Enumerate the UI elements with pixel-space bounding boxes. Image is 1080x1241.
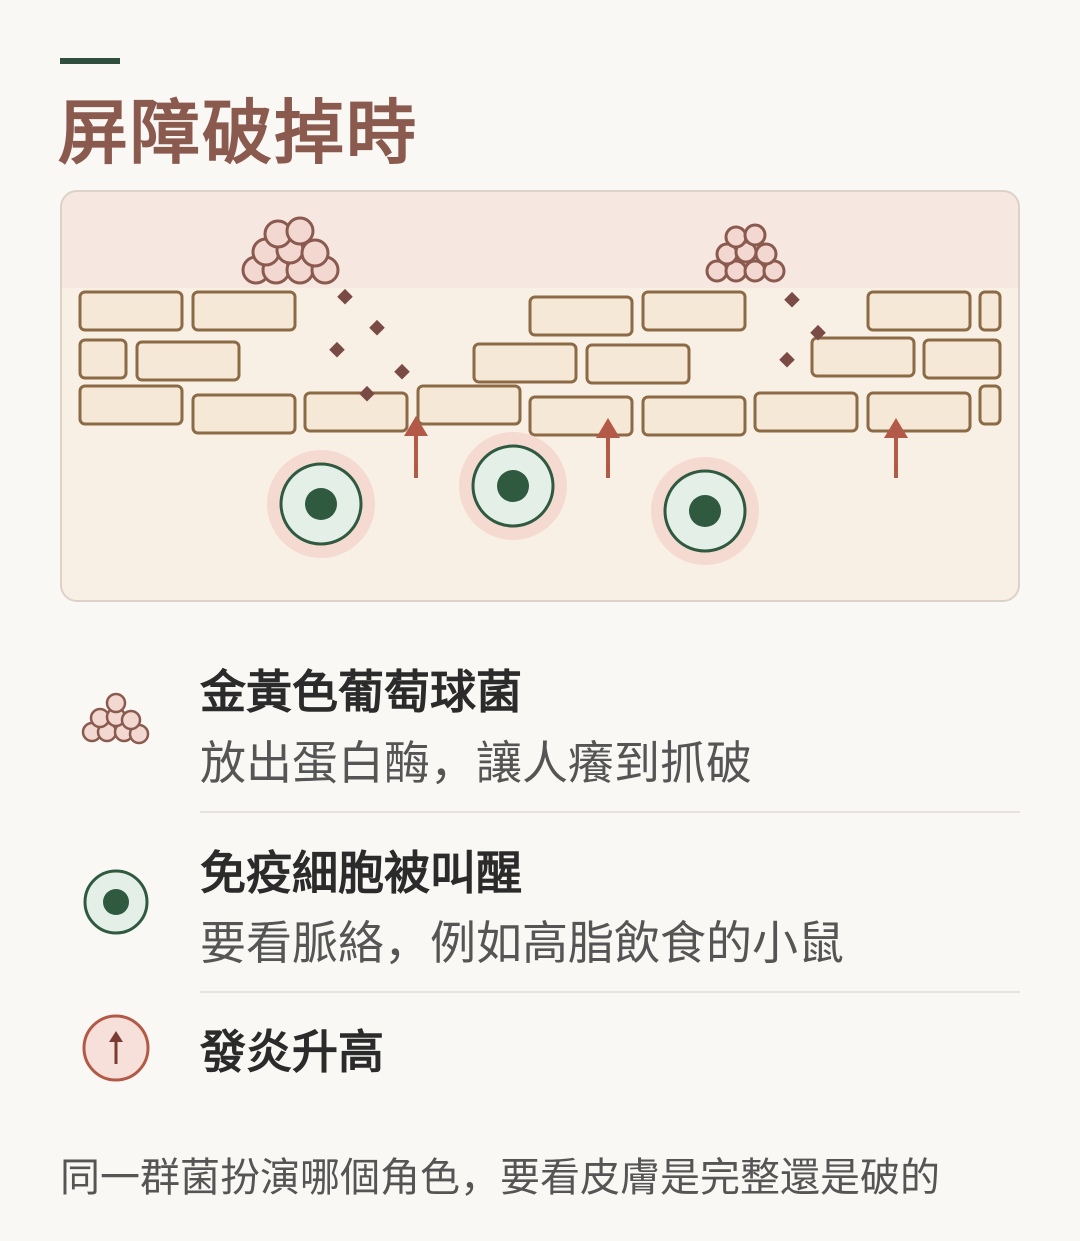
brick-layer — [78, 290, 1002, 437]
inflammation-arrow — [596, 418, 620, 478]
divider — [200, 991, 1020, 993]
page-title: 屏障破掉時 — [58, 91, 418, 174]
diagram-frame — [60, 190, 1020, 602]
skin-brick — [528, 395, 634, 437]
skin-brick — [641, 395, 747, 437]
legend-desc-bacteria: 放出蛋白酶，讓人癢到抓破 — [200, 736, 752, 790]
legend-title-inflammation: 發炎升高 — [200, 1025, 384, 1079]
inflammation-arrow — [884, 418, 908, 478]
skin-brick — [191, 290, 297, 332]
skin-brick — [753, 391, 859, 433]
skin-brick — [866, 290, 972, 332]
divider — [200, 811, 1020, 813]
legend-desc-immune: 要看脈絡，例如高脂飲食的小鼠 — [200, 916, 844, 970]
accent-bar — [60, 58, 120, 64]
legend-title-bacteria: 金黃色葡萄球菌 — [200, 665, 522, 719]
skin-surface-band — [61, 191, 1019, 288]
skin-brick — [135, 340, 241, 382]
skin-brick — [978, 290, 1002, 332]
skin-brick — [78, 290, 184, 332]
immune-cell — [651, 457, 759, 565]
skin-brick — [191, 393, 297, 435]
skin-brick — [641, 290, 747, 332]
skin-brick — [303, 391, 409, 433]
skin-brick — [472, 342, 578, 384]
bacteria-cluster — [705, 223, 786, 283]
skin-brick — [528, 295, 634, 337]
skin-brick — [78, 384, 184, 426]
skin-barrier-diagram — [60, 190, 1020, 602]
staphylococcus-cluster-icon — [81, 692, 150, 745]
legend-title-immune: 免疫細胞被叫醒 — [200, 846, 522, 900]
immune-cell — [459, 432, 567, 540]
skin-brick — [922, 338, 1002, 380]
up-arrow-icon — [82, 1014, 150, 1082]
immune-cell-icon — [83, 869, 149, 935]
footer-caption: 同一群菌扮演哪個角色，要看皮膚是完整還是破的 — [60, 1155, 940, 1201]
skin-brick — [978, 384, 1002, 426]
skin-brick — [585, 343, 691, 385]
immune-cell — [267, 450, 375, 558]
skin-brick — [78, 338, 128, 380]
skin-brick — [810, 336, 916, 378]
skin-brick — [866, 391, 972, 433]
bacteria-cluster — [241, 216, 340, 285]
skin-brick — [416, 384, 522, 426]
inflammation-arrow — [404, 416, 428, 478]
